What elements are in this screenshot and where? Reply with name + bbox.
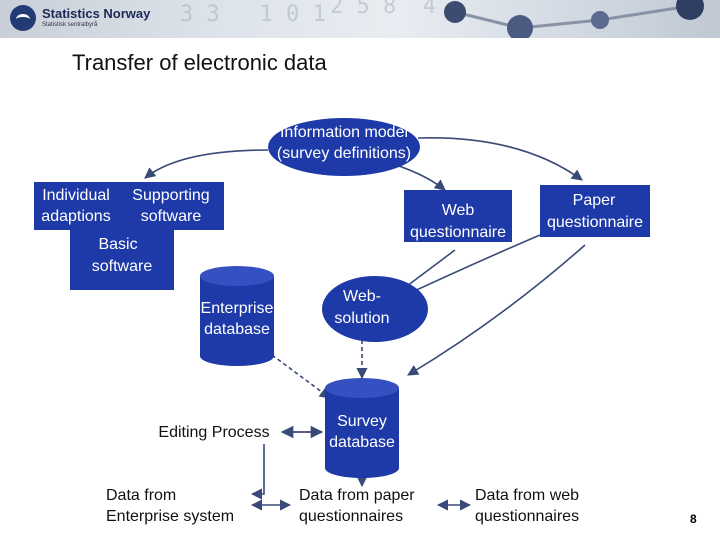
- data-paper-line1: Data from paper: [299, 487, 415, 504]
- arrow-paper-to-survey: [407, 244, 586, 376]
- header-banner: 3 3 1 0 1 2 5 8 4 Statistics Norway Stat…: [0, 0, 720, 38]
- data-paper-line2: questionnaires: [299, 508, 404, 525]
- editing-process-label: Editing Process: [158, 424, 270, 441]
- paper-questionnaire-line2: questionnaire: [546, 214, 644, 231]
- basic-line2: software: [91, 258, 153, 275]
- statistics-norway-logo-icon: [10, 5, 36, 31]
- supporting-line1: Supporting: [132, 187, 210, 204]
- enterprise-database-cylinder: [200, 266, 274, 366]
- org-name: Statistics Norway: [42, 6, 151, 21]
- information-model-line2: (survey definitions): [276, 145, 412, 162]
- survey-db-line2: database: [329, 434, 395, 451]
- data-web-line2: questionnaires: [475, 508, 580, 525]
- information-model-node: [268, 118, 420, 176]
- supporting-line2: software: [140, 208, 202, 225]
- web-questionnaire-line2: questionnaire: [409, 224, 507, 241]
- web-questionnaire-node: [404, 190, 512, 242]
- banner-decoration: 3 3 1 0 1: [180, 2, 326, 27]
- data-web-line1: Data from web: [475, 487, 580, 504]
- enterprise-db-line2: database: [204, 321, 270, 338]
- page-number: 8: [690, 512, 697, 526]
- slide-title: Transfer of electronic data: [72, 50, 327, 75]
- basic-software-node: [70, 228, 174, 290]
- basic-line1: Basic: [98, 236, 138, 253]
- information-model-line1: Information model: [279, 124, 409, 141]
- arrow-editing-to-enterprise-data: [250, 444, 265, 500]
- supporting-software-node: [34, 182, 224, 230]
- paper-questionnaire-line1: Paper: [572, 192, 616, 209]
- molecule-decoration: [444, 0, 704, 38]
- enterprise-db-line1: Enterprise: [200, 300, 274, 317]
- arrow-infomodel-to-paper: [417, 137, 583, 181]
- web-solution-line2: solution: [334, 310, 390, 327]
- arrow-infomodel-to-supporting: [144, 149, 269, 179]
- survey-database-cylinder: [325, 378, 399, 478]
- web-solution-node: [322, 276, 428, 342]
- web-solution-line1: Web-: [343, 288, 381, 305]
- web-questionnaire-line1: Web: [441, 202, 475, 219]
- org-logo: Statistics Norway Statistisk sentralbyrå: [10, 5, 150, 31]
- arrow-enterprise-to-survey: [271, 354, 331, 399]
- individual-line1: Individual: [42, 187, 110, 204]
- org-subtitle: Statistisk sentralbyrå: [42, 22, 98, 28]
- survey-db-line1: Survey: [337, 413, 387, 430]
- banner-decoration: 2 5 8 4: [330, 0, 436, 19]
- paper-questionnaire-node: [540, 185, 650, 237]
- data-enterprise-line1: Data from: [106, 487, 177, 504]
- data-enterprise-line2: Enterprise system: [106, 508, 235, 525]
- individual-line2: adaptions: [41, 208, 111, 225]
